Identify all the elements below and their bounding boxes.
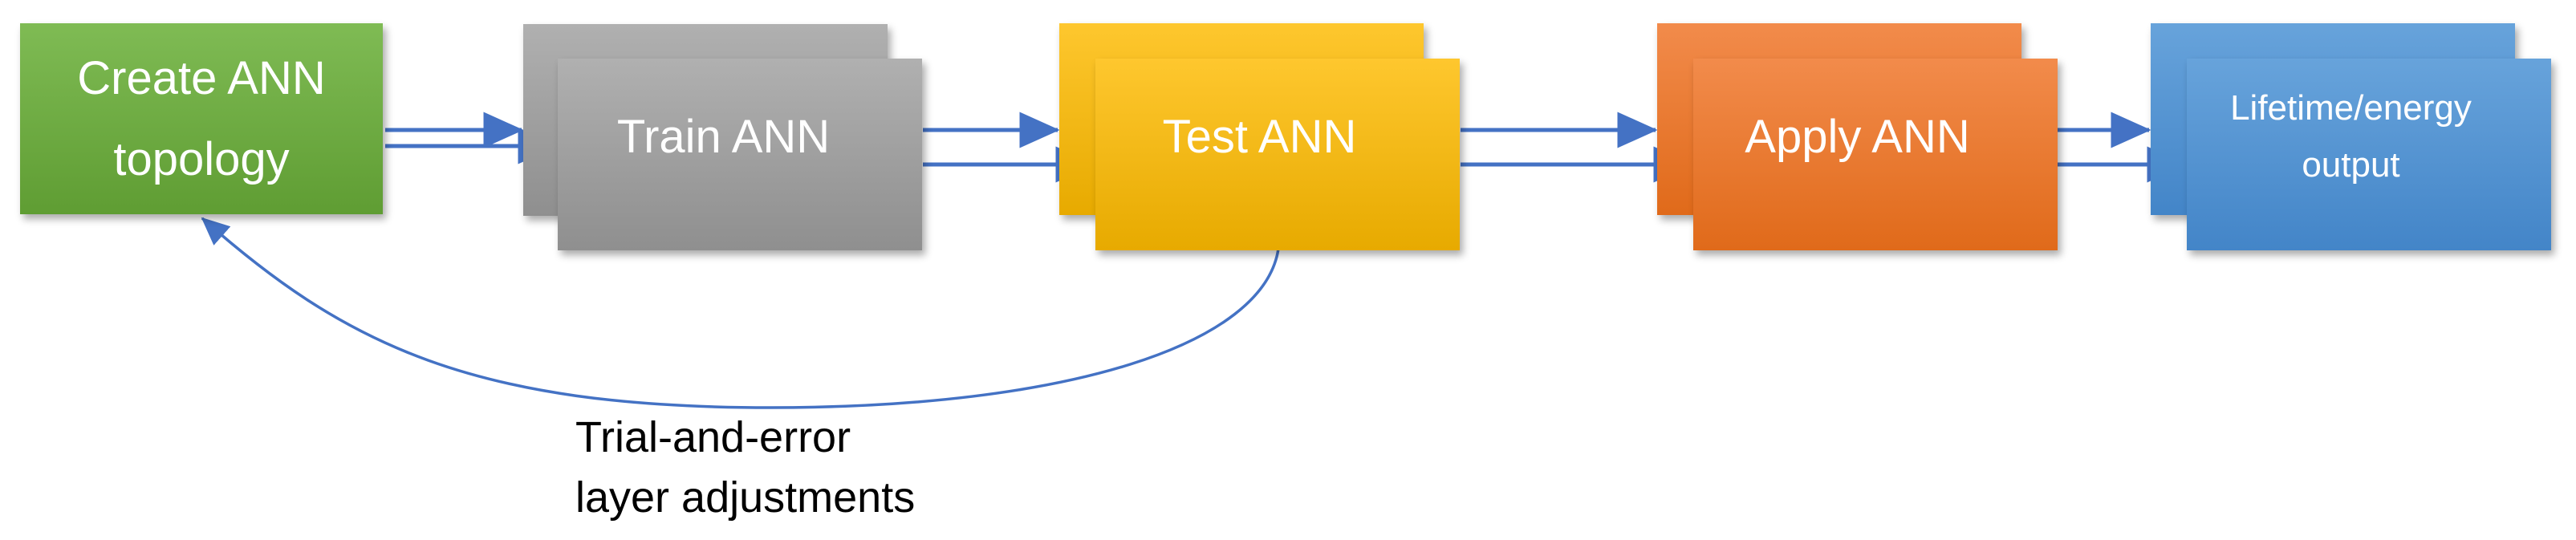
node-create-ann-topology: Create ANN topology — [20, 23, 383, 214]
node-lifetime-energy-output: Lifetime/energy output — [2151, 23, 2551, 250]
node-test-ann: Test ANN — [1059, 23, 1460, 250]
node-apply-ann: Apply ANN — [1657, 23, 2058, 250]
create-ann-topology-box — [20, 23, 383, 214]
test-ann-label: Test ANN — [1162, 110, 1357, 163]
lifetime-energy-output-front-box — [2187, 59, 2551, 250]
train-ann-label: Train ANN — [616, 111, 831, 164]
create-ann-topology-label: Create ANN topology — [77, 51, 326, 186]
test-ann-front-box — [1095, 59, 1460, 250]
lifetime-energy-output-label: Lifetime/energy output — [2230, 88, 2472, 185]
train-ann-front-box — [558, 59, 922, 250]
node-train-ann: Train ANN — [523, 24, 924, 250]
feedback-annotation-label: Trial-and-error layer adjustments — [575, 413, 916, 522]
apply-ann-front-box — [1693, 59, 2058, 250]
apply-ann-label: Apply ANN — [1745, 110, 1970, 163]
